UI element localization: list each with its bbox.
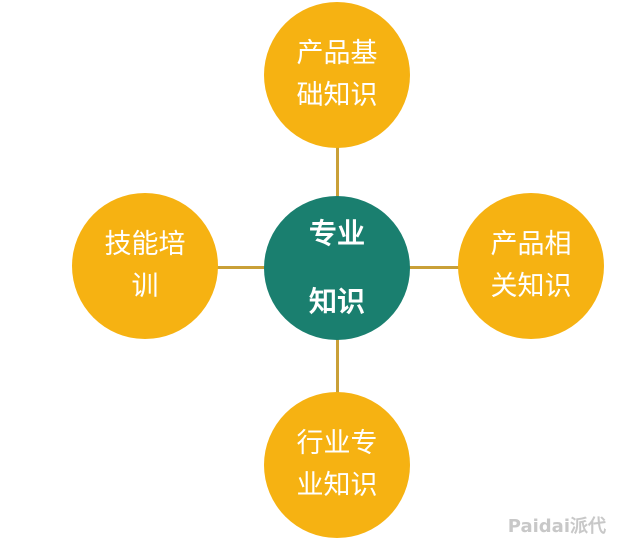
connector-left bbox=[212, 266, 268, 269]
node-label-line2: 关知识 bbox=[490, 271, 572, 302]
node-label-line2: 训 bbox=[131, 271, 159, 302]
center-label-line1: 专业 bbox=[308, 217, 365, 250]
center-label-line2: 知识 bbox=[308, 285, 365, 318]
connector-bottom bbox=[336, 336, 339, 398]
node-skills-training: 技能培 训 bbox=[72, 193, 218, 339]
node-label-line1: 产品相 bbox=[490, 229, 572, 260]
connector-top bbox=[336, 140, 339, 200]
node-label-line2: 础知识 bbox=[296, 80, 378, 111]
node-label-line2: 业知识 bbox=[296, 470, 378, 501]
connector-right bbox=[406, 266, 462, 269]
node-label-line1: 产品基 bbox=[296, 38, 378, 69]
node-product-related: 产品相 关知识 bbox=[458, 193, 604, 339]
center-node: 专业 知识 bbox=[264, 196, 410, 340]
watermark: Paidai派代 bbox=[507, 516, 606, 537]
node-industry-knowledge: 行业专 业知识 bbox=[264, 392, 410, 538]
node-product-basics: 产品基 础知识 bbox=[264, 2, 410, 148]
node-label-line1: 行业专 bbox=[296, 428, 378, 459]
node-label-line1: 技能培 bbox=[104, 229, 186, 260]
